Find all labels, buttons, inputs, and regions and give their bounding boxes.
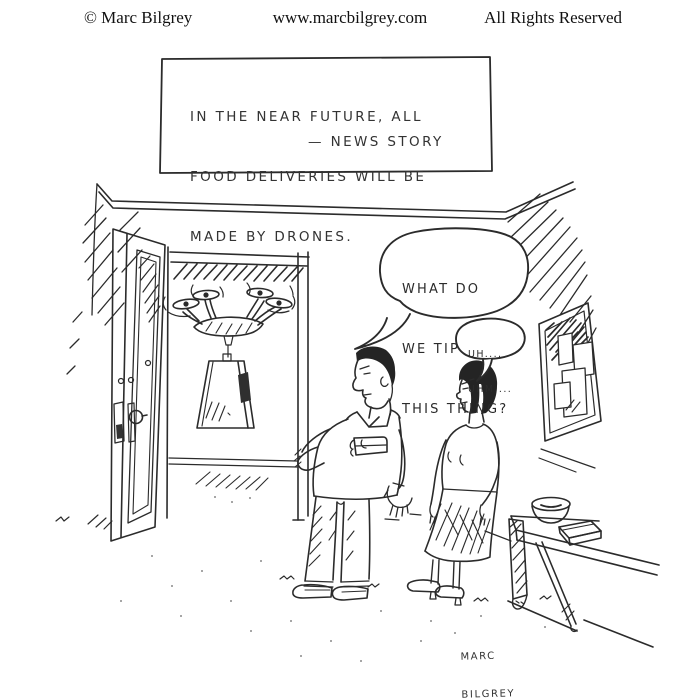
door-lock-plate — [113, 401, 125, 444]
peephole — [144, 359, 152, 367]
caption-line-2: FOOD DELIVERIES WILL BE — [190, 169, 427, 185]
man-bubble-line-3: THIS THING? — [402, 402, 509, 417]
artist-signature: MARC BILGREY — [460, 625, 516, 700]
table-leg-hatching — [509, 520, 528, 605]
picture-frame — [538, 302, 602, 473]
caption-line-1: IN THE NEAR FUTURE, ALL — [190, 109, 423, 125]
signature-line-1: MARC — [460, 650, 496, 663]
drone-body-hatching — [205, 321, 253, 335]
woman-bubble-line-1: UH.... — [468, 349, 503, 360]
caption-attribution: — NEWS STORY — [308, 134, 444, 150]
man-open-hand — [383, 485, 413, 518]
floor-marks — [120, 496, 552, 662]
pants-hatching — [308, 505, 356, 567]
wallet — [349, 436, 388, 457]
signature-line-2: BILGREY — [461, 687, 516, 700]
woman — [406, 360, 500, 606]
website-link[interactable]: www.marcbilgrey.com — [272, 8, 428, 27]
man-bubble-text: WHAT DO WE TIP THIS THING? — [402, 240, 508, 460]
woman-bubble-text: UH.... UHM.... — [468, 326, 512, 418]
drone-rotors — [162, 282, 296, 318]
doorknob — [128, 409, 144, 425]
package-handle — [222, 353, 232, 362]
man — [292, 346, 413, 601]
left-wall-hatching — [66, 204, 143, 375]
skirt-hatching — [429, 502, 491, 555]
man-shoes — [292, 583, 369, 601]
woman-bubble-line-2: UHM.... — [468, 383, 513, 395]
caption-box — [159, 56, 493, 174]
doorway — [166, 246, 310, 521]
copyright-text: © Marc Bilgrey — [84, 8, 193, 27]
caption-text: IN THE NEAR FUTURE, ALL FOOD DELIVERIES … — [190, 68, 426, 286]
woman-shoes — [406, 579, 465, 606]
man-bubble-line-2: WE TIP — [402, 342, 461, 357]
delivery-drone — [162, 282, 296, 429]
side-table — [484, 496, 660, 648]
book — [558, 520, 602, 546]
man-speech-bubble — [379, 227, 530, 319]
hall-floor-hatching — [195, 471, 269, 491]
woman-speech-bubble — [455, 317, 526, 360]
man-hair — [356, 346, 396, 387]
speech-bubbles — [354, 227, 530, 382]
woman-hair — [459, 360, 498, 414]
rotor-motion-lines — [162, 282, 296, 318]
man-bubble-line-1: WHAT DO — [402, 282, 481, 297]
rights-text: All Rights Reserved — [484, 8, 622, 27]
lintel-hatching — [173, 263, 304, 282]
room-walls — [66, 181, 597, 375]
caption-line-3: MADE BY DRONES. — [190, 229, 354, 245]
door-panel-hatching — [138, 255, 161, 323]
package — [196, 360, 255, 429]
floor-speckles — [120, 496, 546, 662]
open-door — [55, 228, 166, 542]
bowl — [531, 496, 571, 524]
